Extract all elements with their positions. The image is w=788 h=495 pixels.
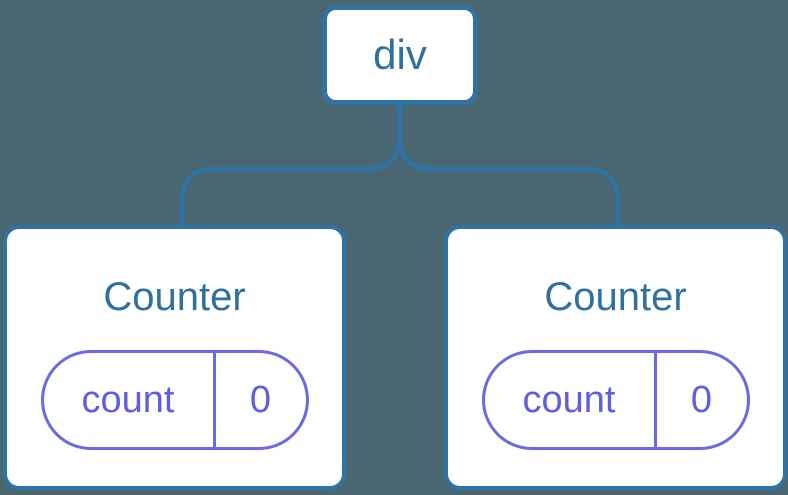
state-key-label: count xyxy=(485,353,657,447)
state-pill: count 0 xyxy=(40,350,309,450)
counter-card-right: Counter count 0 xyxy=(444,225,787,490)
state-value: 0 xyxy=(690,378,713,421)
connector-left-branch xyxy=(179,100,402,227)
root-node-label: div xyxy=(373,31,427,78)
counter-title: Counter xyxy=(103,275,246,319)
connector-right-branch xyxy=(397,100,621,227)
counter-card-left: Counter count 0 xyxy=(3,225,346,490)
state-value: 0 xyxy=(249,378,272,421)
state-key-label: count xyxy=(44,353,216,447)
state-pill: count 0 xyxy=(481,350,750,450)
counter-title: Counter xyxy=(544,275,687,319)
root-node-div: div xyxy=(322,5,478,105)
